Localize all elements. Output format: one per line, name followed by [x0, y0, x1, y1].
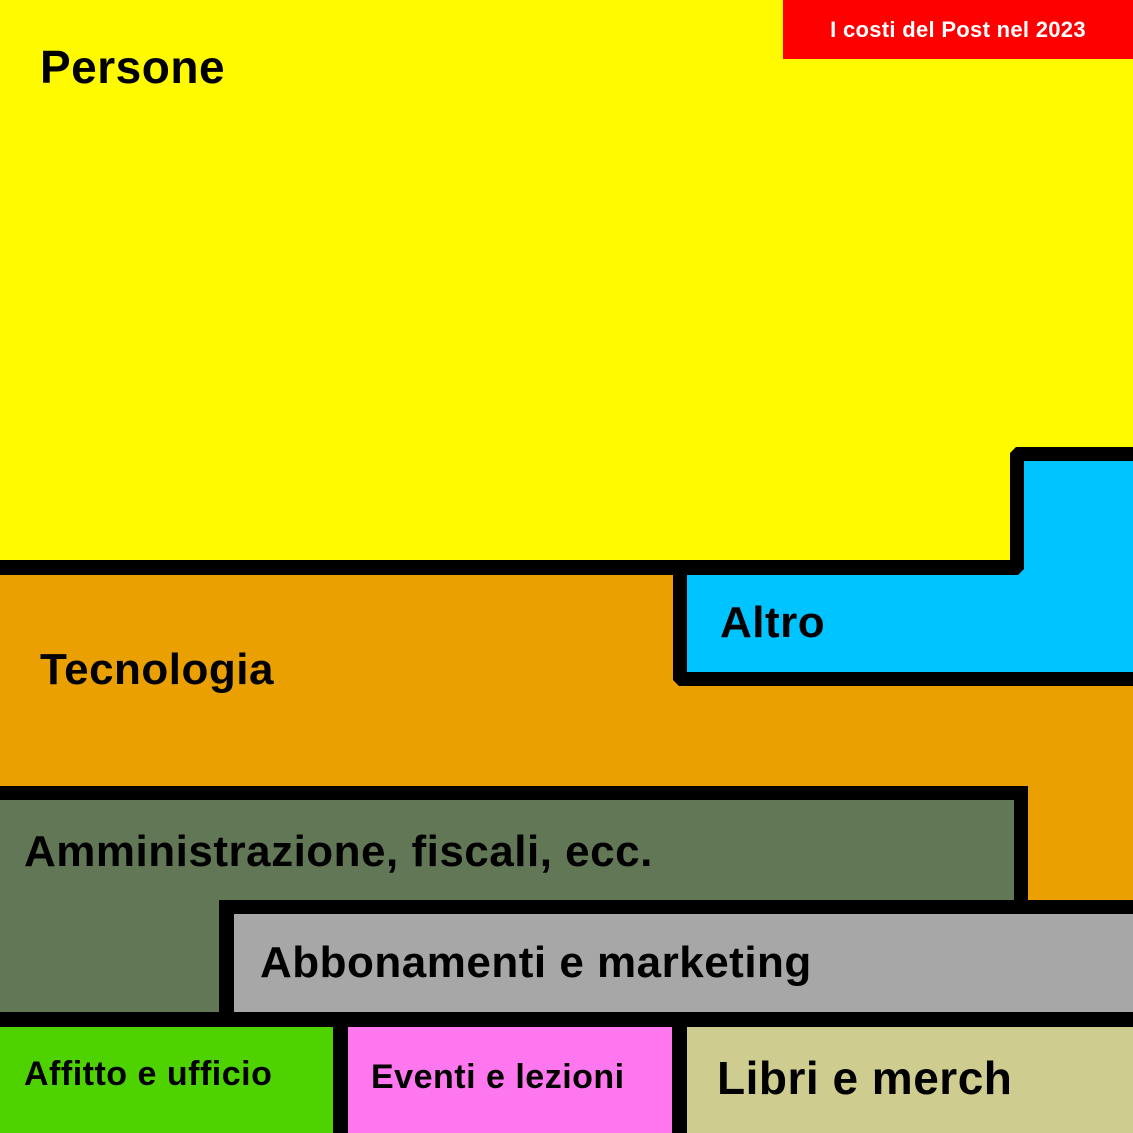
region-affitto — [0, 1027, 333, 1133]
region-altro — [687, 461, 1133, 672]
label-tecnologia: Tecnologia — [40, 645, 274, 694]
label-affitto: Affitto e ufficio — [24, 1055, 273, 1093]
region-persone — [0, 0, 1133, 560]
label-amministrazione: Amministrazione, fiscali, ecc. — [24, 827, 653, 876]
label-altro: Altro — [720, 598, 826, 647]
label-eventi: Eventi e lezioni — [371, 1058, 625, 1096]
label-persone: Persone — [40, 41, 226, 93]
label-abbonamenti: Abbonamenti e marketing — [260, 938, 812, 987]
chart-title: I costi del Post nel 2023 — [783, 0, 1133, 59]
region-eventi — [348, 1027, 672, 1133]
region-tecnologia — [0, 575, 1133, 900]
region-abbonamenti — [234, 914, 1133, 1012]
region-libri — [687, 1027, 1133, 1133]
region-amministrazione — [0, 800, 1014, 1012]
label-libri: Libri e merch — [717, 1052, 1013, 1104]
